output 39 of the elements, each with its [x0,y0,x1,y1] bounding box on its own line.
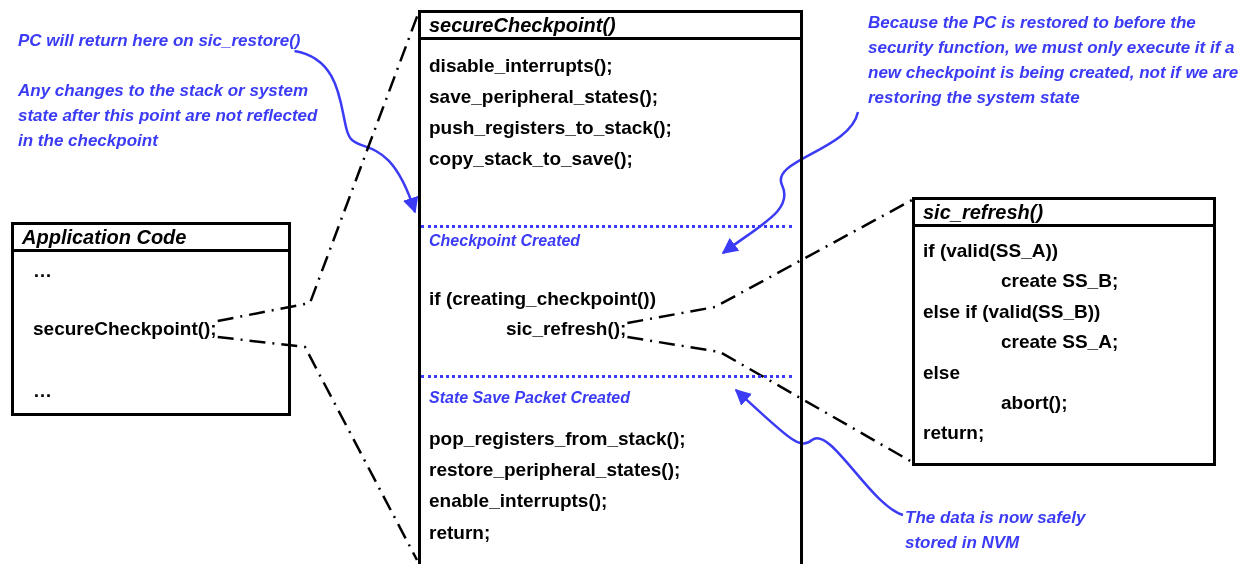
curved-arrow [734,388,904,517]
code-line: else [923,361,960,385]
code-line: if (creating_checkpoint()) [429,287,656,311]
box-title: secureCheckpoint() [421,13,800,40]
code-line: pop_registers_from_stack(); [429,427,686,451]
code-line: else if (valid(SS_B)) [923,300,1101,324]
section-marker: Checkpoint Created [429,231,581,251]
code-line: sic_refresh(); [506,317,627,341]
code-line: push_registers_to_stack(); [429,116,672,140]
code-line: save_peripheral_states(); [429,85,659,109]
code-line: secureCheckpoint(); [33,317,217,341]
dash-dot-line [627,335,913,464]
box-title: sic_refresh() [915,200,1213,227]
annotation-text: PC will return here on sic_restore() [18,28,301,53]
dash-dot-line [217,335,419,561]
box-title: Application Code [14,225,288,252]
code-line: if (valid(SS_A)) [923,239,1059,263]
dash-dot-line [217,13,420,323]
code-line: … [33,379,52,403]
code-box [418,10,803,564]
code-box [912,197,1216,466]
code-line: … [33,259,52,283]
code-box [11,222,291,416]
code-line: enable_interrupts(); [429,489,608,513]
code-line: abort(); [1001,391,1068,415]
code-line: create SS_A; [1001,330,1119,354]
annotation-text: The data is now safely stored in NVM [905,505,1130,555]
section-marker: State Save Packet Created [429,388,630,408]
code-line: return; [923,421,985,445]
code-line: copy_stack_to_save(); [429,147,633,171]
curved-arrow [294,49,418,214]
annotation-text: Because the PC is restored to before the security function, we must only execute it if a new checkpoint is being created, not if we are restoring the system state [868,10,1240,110]
code-line: create SS_B; [1001,269,1119,293]
code-line: restore_peripheral_states(); [429,458,681,482]
curved-arrow [721,111,860,254]
code-line: return; [429,521,491,545]
annotation-text: Any changes to the stack or system state after this point are not reflected in the checkpoint [18,80,318,152]
code-line: disable_interrupts(); [429,54,613,78]
dash-dot-line [627,198,913,325]
